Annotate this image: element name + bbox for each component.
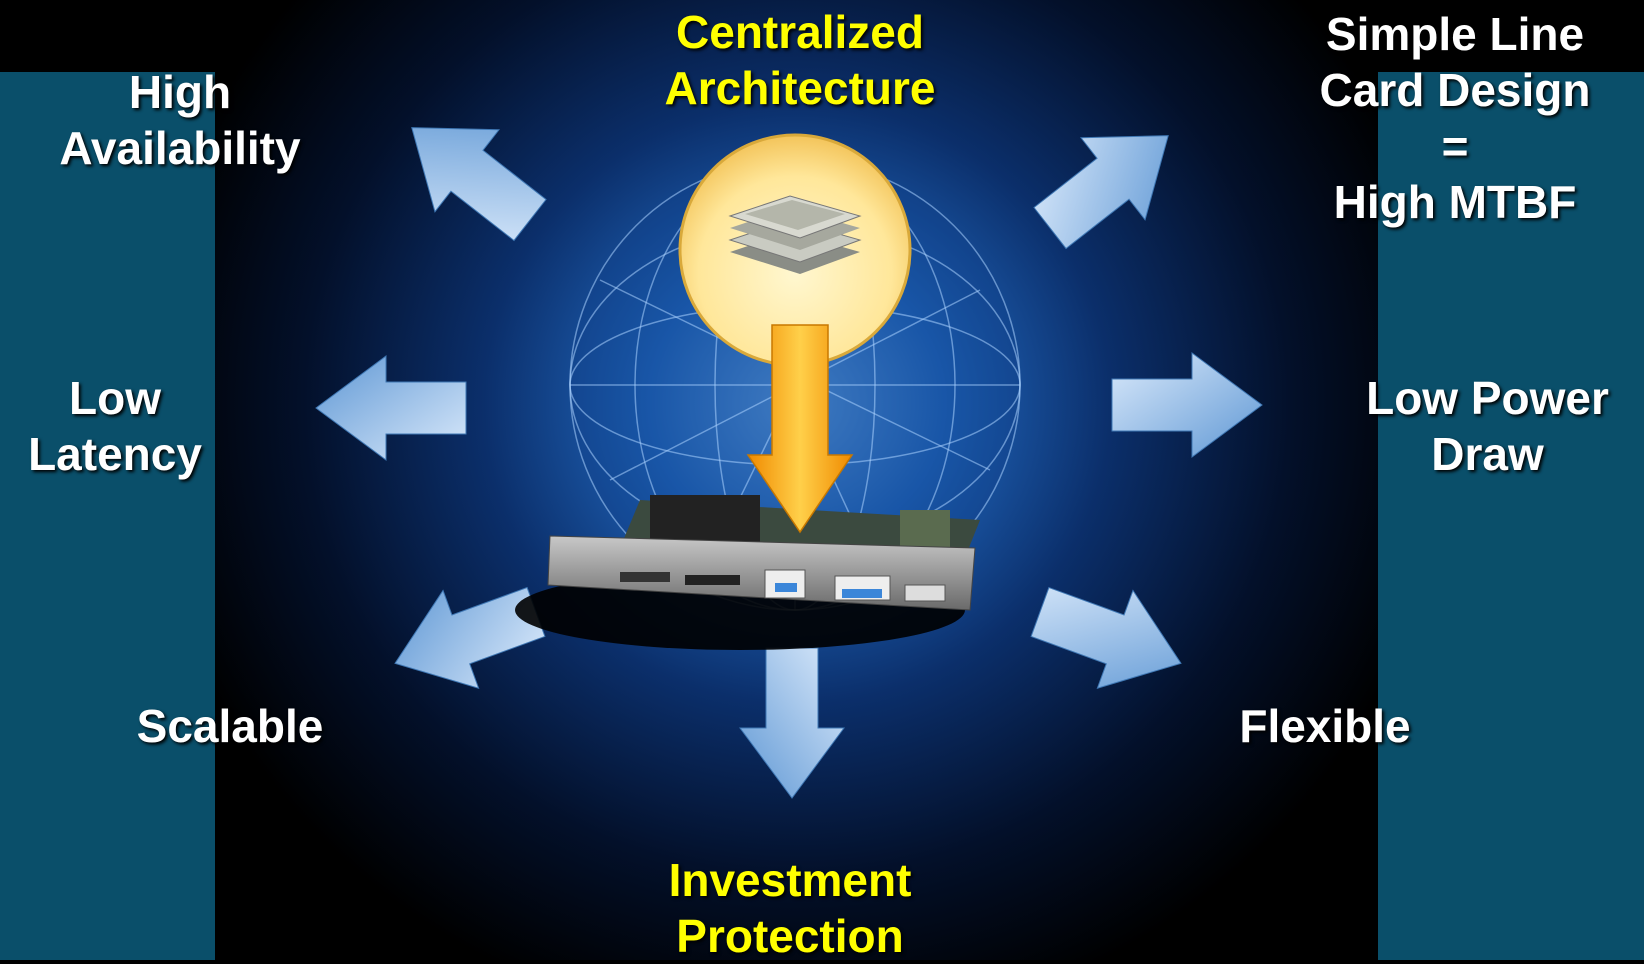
- chip-stack-icon: [678, 133, 912, 367]
- arrow-investment: [739, 647, 845, 799]
- left-side-panel: [0, 72, 215, 960]
- label-flexible: Flexible: [1239, 700, 1411, 752]
- arrow-simple-line-card: [1017, 94, 1201, 270]
- arrow-low-latency: [315, 355, 467, 461]
- center-arrow: [746, 324, 854, 534]
- supervisor-module-icon: [515, 495, 980, 650]
- arrow-scalable: [376, 562, 555, 713]
- arrow-flexible: [1021, 562, 1200, 713]
- right-side-panel: [1378, 72, 1644, 960]
- arrow-high-availability: [379, 86, 563, 262]
- label-scalable: Scalable: [136, 700, 324, 752]
- arrow-low-power: [1111, 352, 1263, 458]
